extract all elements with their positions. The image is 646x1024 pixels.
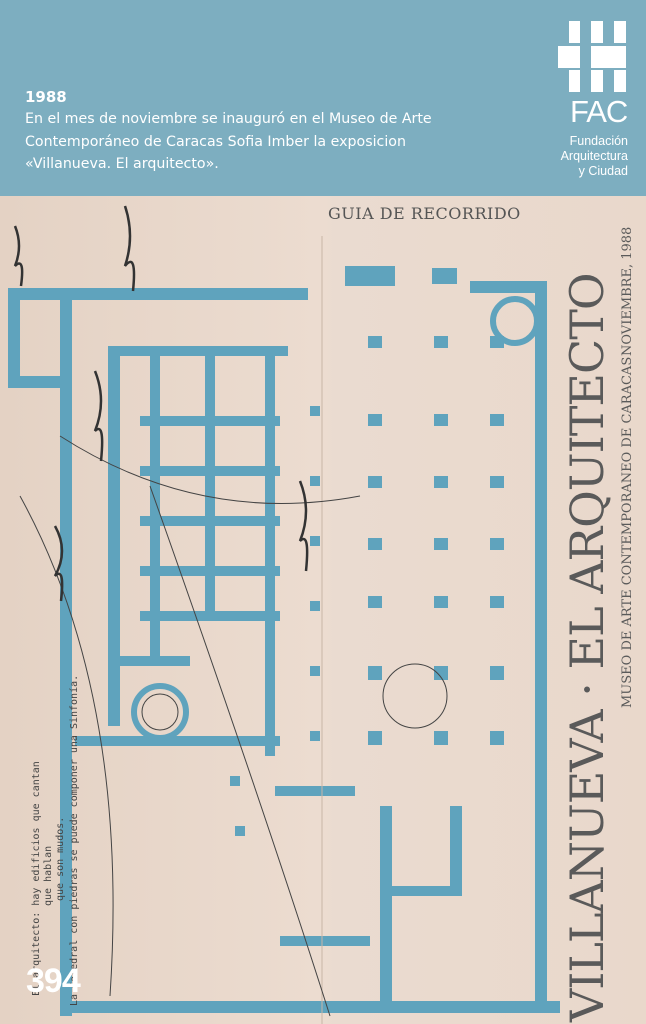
plan-columns bbox=[230, 336, 504, 836]
logo-name-line: Fundación bbox=[569, 134, 628, 148]
poster-image: GUIA DE RECORRIDO VILLANUEVA · EL ARQUIT… bbox=[0, 196, 646, 1024]
typed-line: que son mudos. bbox=[55, 816, 66, 901]
logo-name-line: Arquitectura bbox=[560, 149, 628, 163]
logo-name: Fundación Arquitectura y Ciudad bbox=[561, 134, 628, 179]
handwriting-scribbles bbox=[13, 205, 309, 602]
plan-rooms bbox=[131, 296, 540, 741]
page-number: 394 bbox=[26, 962, 81, 1000]
logo-acronym: FAC bbox=[570, 94, 628, 129]
description: En el mes de noviembre se inauguró en el… bbox=[25, 108, 465, 176]
plan-walls bbox=[8, 266, 560, 1016]
pencil-lines bbox=[19, 236, 448, 1024]
logo-name-line: y Ciudad bbox=[578, 164, 628, 178]
description-line: Contemporáneo de Caracas Sofia Imber la … bbox=[25, 133, 406, 150]
poster-date: NOVIEMBRE, 1988 bbox=[620, 226, 635, 356]
typed-line: La Catedral con piedras se puede compone… bbox=[69, 674, 80, 1006]
description-line: En el mes de noviembre se inauguró en el… bbox=[25, 111, 432, 127]
fac-logo-mark bbox=[550, 14, 640, 109]
header-banner: 1988 En el mes de noviembre se inauguró … bbox=[0, 0, 646, 196]
floor-plan-drawing bbox=[8, 205, 560, 1024]
poster-subtitle: MUSEO DE ARTE CONTEMPORANEO DE CARACAS bbox=[620, 356, 635, 708]
guide-label: GUIA DE RECORRIDO bbox=[328, 204, 521, 223]
poster-title: VILLANUEVA · EL ARQUITECTO bbox=[560, 273, 614, 1022]
year-heading: 1988 bbox=[25, 88, 67, 106]
description-line: «Villanueva. El arquitecto». bbox=[25, 156, 219, 172]
